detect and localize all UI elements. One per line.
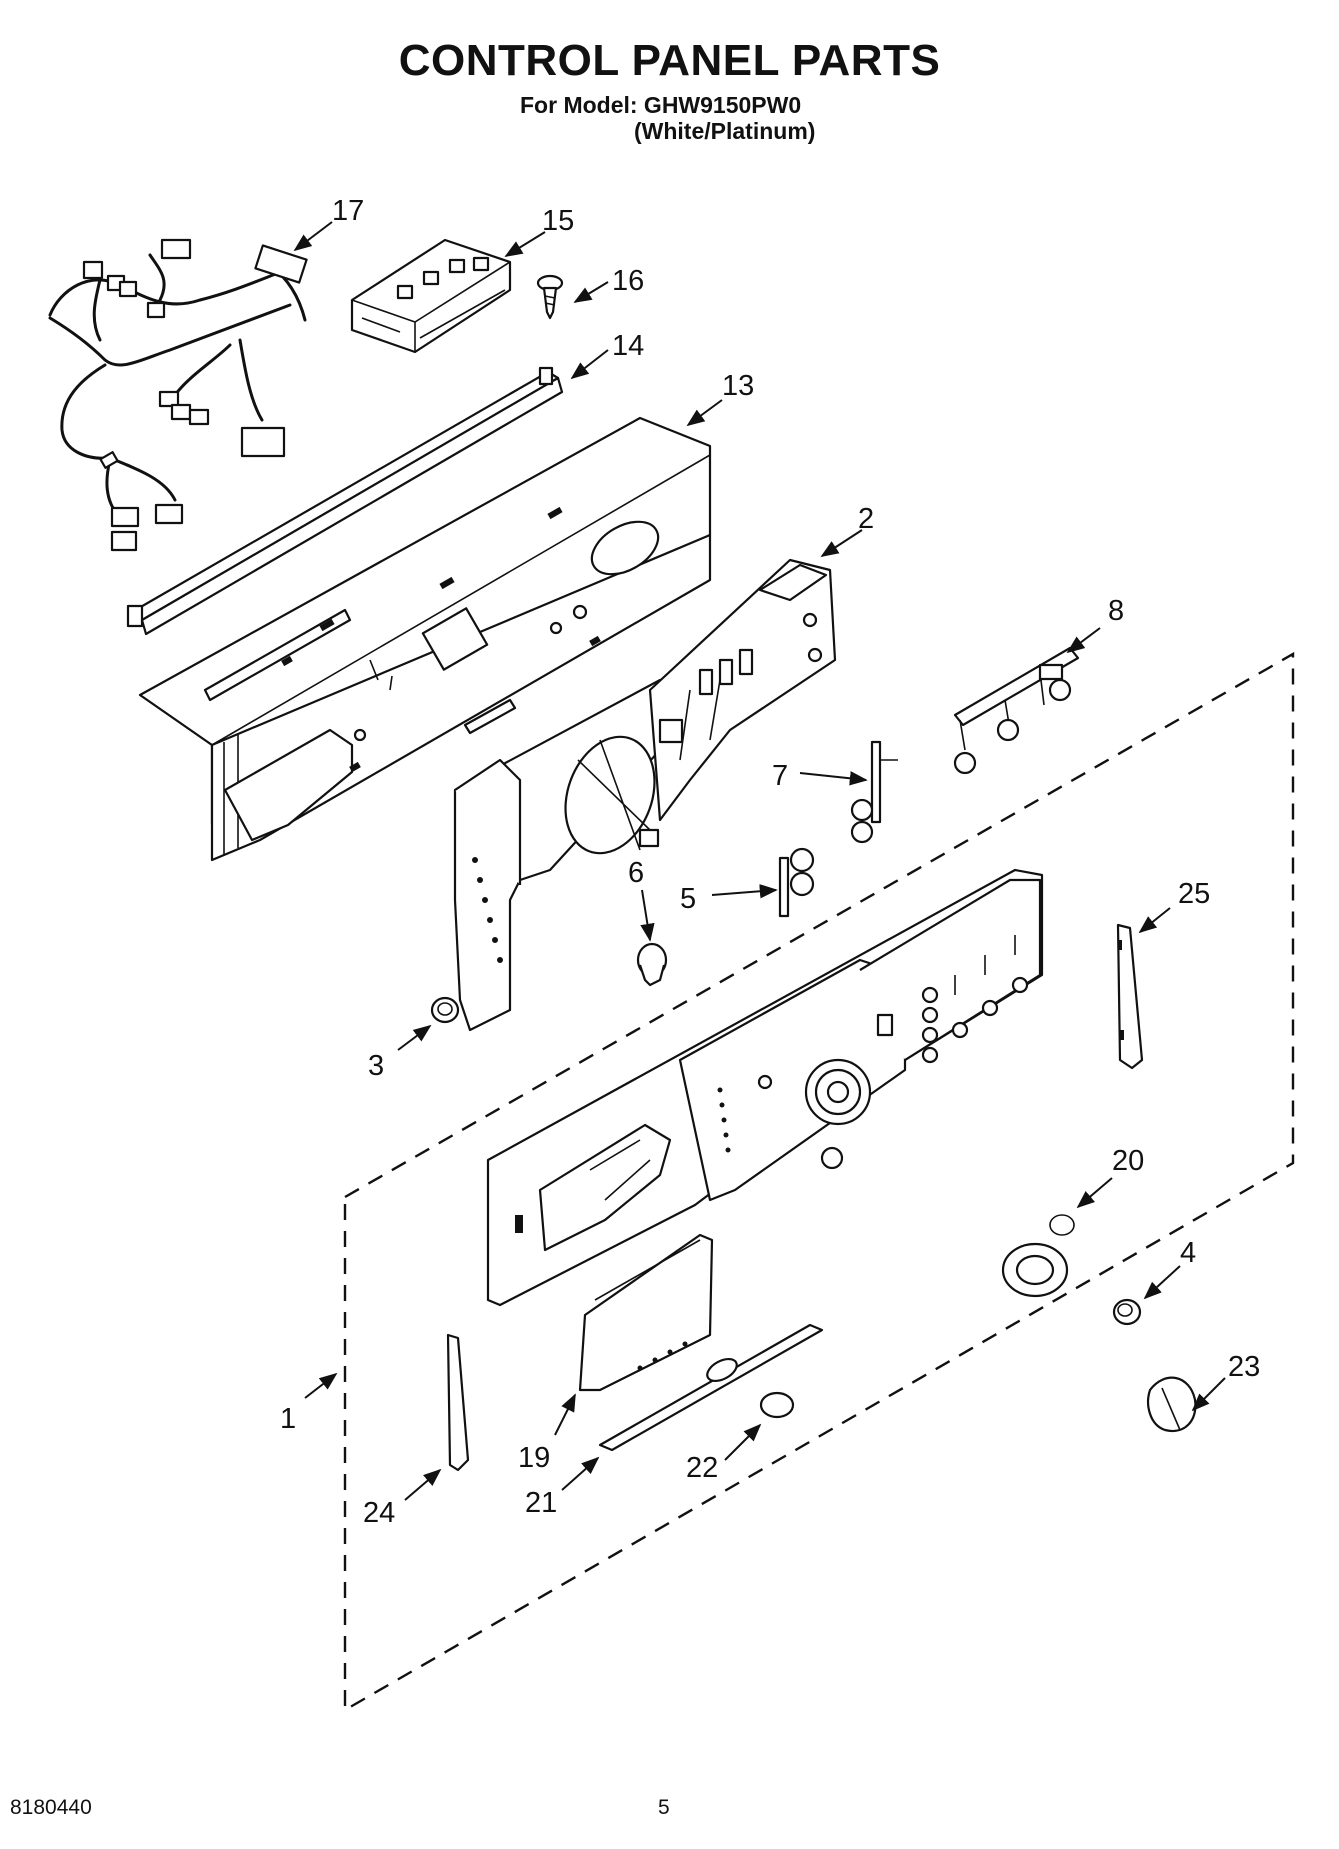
callout-20: 20 bbox=[1112, 1145, 1144, 1177]
part-23-knob bbox=[1147, 1376, 1197, 1433]
callout-1: 1 bbox=[280, 1403, 296, 1435]
part-1-console-panel bbox=[486, 868, 1044, 1307]
callout-4: 4 bbox=[1180, 1237, 1196, 1269]
page-title: CONTROL PANEL PARTS bbox=[398, 36, 941, 85]
part-5-button-set bbox=[778, 847, 815, 918]
callout-13: 13 bbox=[722, 370, 754, 402]
part-20-dial-ring bbox=[1001, 1214, 1075, 1298]
callout-23: 23 bbox=[1228, 1351, 1260, 1383]
part-2-control-board bbox=[453, 558, 837, 1032]
part-3-small-knob bbox=[430, 996, 460, 1024]
part-8-button-bracket bbox=[953, 646, 1080, 775]
part-6-knob-shaft bbox=[636, 942, 668, 987]
part-17-wire-harness bbox=[48, 238, 308, 552]
callout-8: 8 bbox=[1108, 595, 1124, 627]
part-4-button-cap bbox=[1112, 1298, 1142, 1326]
callout-24: 24 bbox=[363, 1497, 395, 1529]
page-number: 5 bbox=[658, 1796, 670, 1819]
document-number: 8180440 bbox=[10, 1796, 92, 1819]
part-14-bracket-bar bbox=[126, 366, 564, 636]
callout-21: 21 bbox=[525, 1487, 557, 1519]
callout-22: 22 bbox=[686, 1452, 718, 1484]
part-7-button-set bbox=[850, 740, 898, 844]
callout-14: 14 bbox=[612, 330, 644, 362]
part-16-screw bbox=[536, 274, 564, 320]
assembly-outline-dashed bbox=[343, 651, 1295, 1713]
part-21-lens-strip bbox=[598, 1323, 824, 1452]
callout-17: 17 bbox=[332, 195, 364, 227]
part-24-left-trim bbox=[446, 1333, 470, 1472]
callout-leaders bbox=[293, 221, 1226, 1501]
model-variant: (White/Platinum) bbox=[634, 118, 816, 144]
part-13-console-housing bbox=[138, 416, 712, 862]
part-15-control-module bbox=[350, 238, 512, 354]
callout-3: 3 bbox=[368, 1050, 384, 1082]
callout-5: 5 bbox=[680, 883, 696, 915]
part-25-right-trim bbox=[1116, 923, 1144, 1070]
part-19-dispenser-cover bbox=[578, 1233, 714, 1392]
callout-19: 19 bbox=[518, 1442, 550, 1474]
callout-7: 7 bbox=[772, 760, 788, 792]
callout-25: 25 bbox=[1178, 878, 1210, 910]
part-22-lens bbox=[759, 1391, 795, 1419]
model-number: For Model: GHW9150PW0 bbox=[520, 92, 802, 118]
callout-16: 16 bbox=[612, 265, 644, 297]
callout-15: 15 bbox=[542, 205, 574, 237]
callout-2: 2 bbox=[858, 503, 874, 535]
callout-6: 6 bbox=[628, 857, 644, 889]
callout-labels: 17 15 16 14 13 2 8 7 5 6 25 3 20 4 1 23 … bbox=[280, 195, 1260, 1529]
